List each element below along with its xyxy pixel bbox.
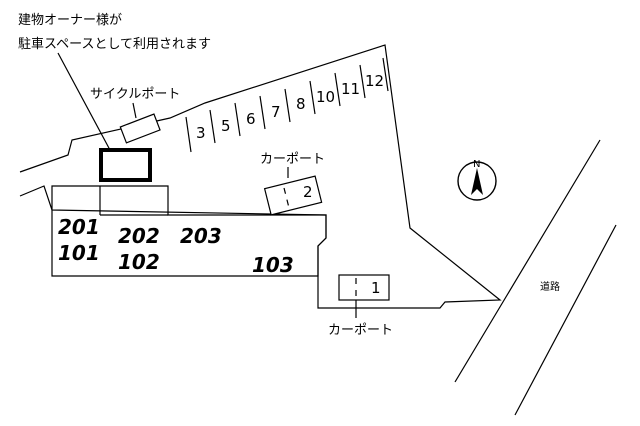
unit-203: 203 bbox=[180, 224, 222, 248]
stall-line bbox=[334, 72, 341, 107]
parking-stalls: 3 5 6 7 8 10 11 12 bbox=[185, 57, 389, 153]
stall-number: 6 bbox=[246, 110, 256, 128]
road-edge-right bbox=[514, 224, 617, 416]
owner-parking-space bbox=[99, 148, 152, 182]
carport-upper bbox=[263, 175, 323, 216]
stall-line bbox=[309, 80, 316, 115]
north-label: N bbox=[473, 159, 480, 170]
stall-line bbox=[359, 64, 366, 99]
owner-note-leader bbox=[57, 52, 111, 151]
road-label: 道路 bbox=[540, 280, 560, 293]
unit-101: 101 bbox=[58, 241, 100, 265]
carport-lower bbox=[338, 274, 390, 301]
owner-note-line1: 建物オーナー様が bbox=[18, 13, 122, 28]
stall-number: 12 bbox=[365, 72, 384, 90]
stall-line bbox=[259, 95, 266, 130]
stall-line bbox=[185, 116, 192, 153]
stall-line bbox=[234, 102, 241, 137]
north-arrow-icon: N bbox=[457, 159, 497, 201]
carport-upper-divider bbox=[286, 199, 289, 206]
carport-lower-label: カーポート bbox=[328, 323, 393, 338]
cycle-port bbox=[119, 113, 161, 144]
stall-number: 7 bbox=[271, 103, 281, 121]
owner-note-line2: 駐車スペースとして利用されます bbox=[18, 37, 211, 52]
road-edge-left bbox=[454, 139, 601, 383]
stall-number: 11 bbox=[341, 80, 360, 98]
carport-upper-slot: 2 bbox=[303, 183, 313, 201]
unit-201: 201 bbox=[58, 215, 100, 239]
carport-upper-label: カーポート bbox=[260, 152, 325, 167]
north-arrow-pointer bbox=[471, 168, 483, 195]
stall-line bbox=[284, 88, 291, 123]
cycle-port-label: サイクルポート bbox=[90, 87, 180, 102]
building-outline bbox=[51, 185, 327, 277]
stall-line bbox=[382, 57, 389, 92]
carport-upper-divider bbox=[283, 187, 287, 194]
unit-102: 102 bbox=[118, 250, 160, 274]
carport-lower-slot: 1 bbox=[371, 279, 381, 297]
stall-number: 3 bbox=[196, 124, 206, 142]
unit-103: 103 bbox=[252, 253, 294, 277]
stall-number: 8 bbox=[296, 95, 306, 113]
stall-line bbox=[209, 109, 216, 144]
stall-number: 10 bbox=[316, 88, 335, 106]
cycle-port-leader bbox=[132, 102, 137, 119]
unit-202: 202 bbox=[118, 224, 160, 248]
stall-number: 5 bbox=[221, 117, 231, 135]
